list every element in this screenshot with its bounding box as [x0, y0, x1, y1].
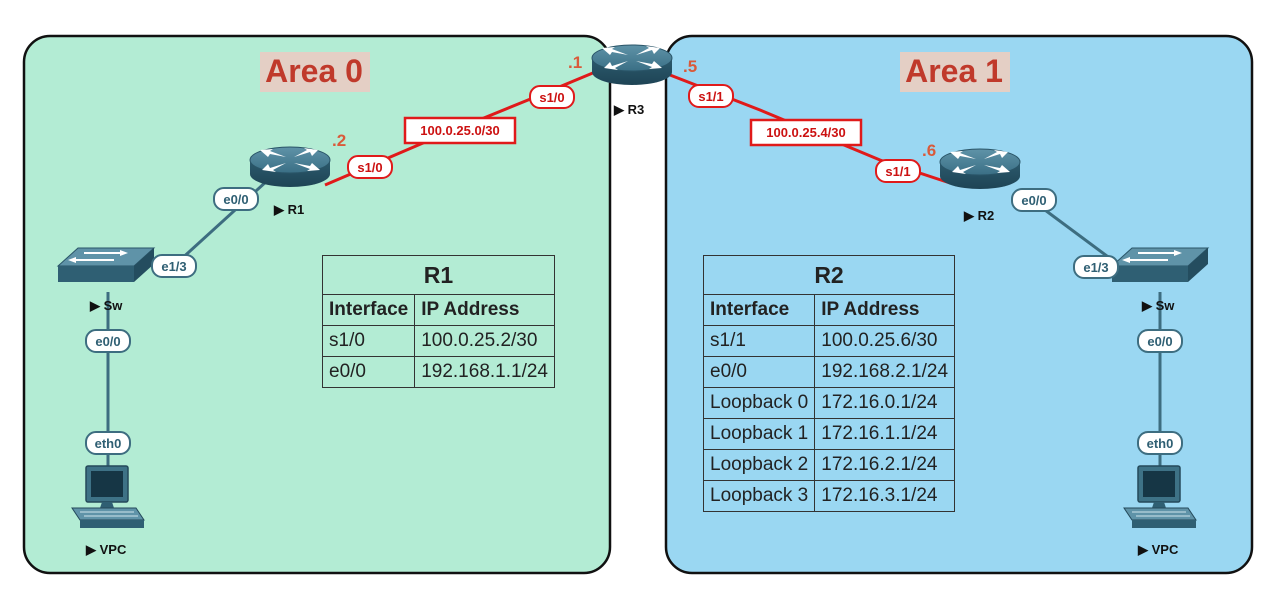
- table-row: e0/0 192.168.2.1/24: [702, 356, 956, 388]
- table-cell: 172.16.0.1/24: [814, 387, 956, 419]
- table-row: s1/1 100.0.25.6/30: [702, 325, 956, 357]
- interface-pill-vpc-right-eth0: eth0: [1137, 431, 1183, 455]
- vpc-right-name: VPC: [1152, 542, 1179, 557]
- sw-left-e13-text: e1/3: [161, 259, 186, 274]
- vpc-left-eth0-text: eth0: [95, 436, 122, 451]
- sw-left-name: Sw: [104, 298, 124, 313]
- sw-left-e00-text: e0/0: [95, 334, 120, 349]
- table-cell: Loopback 2: [702, 449, 816, 481]
- area-0-title: Area 0: [265, 53, 363, 89]
- interface-pill-r2-e00: e0/0: [1011, 188, 1057, 212]
- table-cell: Loopback 0: [702, 387, 816, 419]
- vpc-left-label: ▶ VPC: [85, 542, 127, 557]
- table-row: e0/0 192.168.1.1/24: [321, 356, 555, 388]
- interface-pill-r3-s10: s1/0: [529, 85, 575, 109]
- r2-label: ▶ R2: [963, 208, 994, 223]
- subnet-label-right: 100.0.25.4/30: [749, 118, 863, 147]
- vpc-left-name: VPC: [100, 542, 127, 557]
- table-cell: 192.168.2.1/24: [814, 356, 956, 388]
- r2-ip-table: R2 Interface IP Address s1/1 100.0.25.6/…: [702, 255, 956, 512]
- interface-pill-sw-right-e13: e1/3: [1073, 255, 1119, 279]
- table-row: Loopback 2 172.16.2.1/24: [702, 449, 956, 481]
- r1-name: R1: [288, 202, 305, 217]
- play-icon: ▶: [85, 542, 100, 557]
- table-row: Loopback 0 172.16.0.1/24: [702, 387, 956, 419]
- r1-e00-text: e0/0: [223, 192, 248, 207]
- r3-left-octet: .1: [568, 53, 582, 72]
- r3-s10-text: s1/0: [539, 90, 564, 105]
- table-row: s1/0 100.0.25.2/30: [321, 325, 555, 357]
- r2-table-header-interface: Interface: [702, 294, 816, 326]
- r1-label: ▶ R1: [273, 202, 304, 217]
- interface-pill-r3-s11: s1/1: [688, 84, 734, 108]
- subnet-left-text: 100.0.25.0/30: [420, 123, 500, 138]
- r2-name: R2: [978, 208, 995, 223]
- area-1-title-bg: [900, 52, 1010, 92]
- interface-pill-sw-left-e00: e0/0: [85, 329, 131, 353]
- sw-right-name: Sw: [1156, 298, 1176, 313]
- r1-table-header-ip: IP Address: [414, 294, 555, 326]
- table-cell: 100.0.25.2/30: [414, 325, 555, 357]
- r1-table-header-interface: Interface: [321, 294, 416, 326]
- table-cell: 100.0.25.6/30: [814, 325, 956, 357]
- r2-s11-text: s1/1: [885, 164, 910, 179]
- area-1-title: Area 1: [905, 53, 1003, 89]
- subnet-label-left: 100.0.25.0/30: [403, 116, 517, 145]
- r1-ip-table: R1 Interface IP Address s1/0 100.0.25.2/…: [321, 255, 555, 388]
- router-icon-r2[interactable]: [939, 148, 1021, 190]
- switch-icon-left[interactable]: [57, 247, 155, 283]
- interface-pill-r1-s10: s1/0: [347, 155, 393, 179]
- table-cell: Loopback 3: [702, 480, 816, 512]
- r3-s11-text: s1/1: [698, 89, 723, 104]
- play-icon: ▶: [963, 208, 978, 223]
- switch-icon-right[interactable]: [1111, 247, 1209, 283]
- table-cell: 172.16.3.1/24: [814, 480, 956, 512]
- r3-right-octet: .5: [683, 57, 697, 76]
- r2-table-title: R2: [702, 255, 956, 295]
- table-cell: 192.168.1.1/24: [414, 356, 555, 388]
- interface-pill-sw-left-e13: e1/3: [151, 254, 197, 278]
- interface-pill-sw-right-e00: e0/0: [1137, 329, 1183, 353]
- sw-right-label: ▶ Sw: [1141, 298, 1175, 313]
- interface-pill-r2-s11: s1/1: [875, 159, 921, 183]
- interface-pill-vpc-left-eth0: eth0: [85, 431, 131, 455]
- table-cell: 172.16.2.1/24: [814, 449, 956, 481]
- vpc-right-eth0-text: eth0: [1147, 436, 1174, 451]
- play-icon: ▶: [273, 202, 288, 217]
- table-cell: Loopback 1: [702, 418, 816, 450]
- area-0-region: [22, 34, 612, 575]
- table-cell: s1/1: [702, 325, 816, 357]
- table-cell: 172.16.1.1/24: [814, 418, 956, 450]
- sw-right-e00-text: e0/0: [1147, 334, 1172, 349]
- table-row: Loopback 1 172.16.1.1/24: [702, 418, 956, 450]
- play-icon: ▶: [1141, 298, 1156, 313]
- vpc-right-label: ▶ VPC: [1137, 542, 1179, 557]
- table-cell: s1/0: [321, 325, 416, 357]
- interface-pill-r1-e00: e0/0: [213, 187, 259, 211]
- router-icon-r3[interactable]: [591, 44, 673, 86]
- router-icon-r1[interactable]: [249, 146, 331, 188]
- r3-label: ▶ R3: [613, 102, 644, 117]
- table-row: Loopback 3 172.16.3.1/24: [702, 480, 956, 512]
- play-icon: ▶: [613, 102, 628, 117]
- r1-octet: .2: [332, 131, 346, 150]
- r3-name: R3: [628, 102, 645, 117]
- play-icon: ▶: [1137, 542, 1152, 557]
- r1-table-title: R1: [322, 255, 555, 295]
- table-cell: e0/0: [321, 356, 416, 388]
- table-cell: e0/0: [702, 356, 816, 388]
- sw-right-e13-text: e1/3: [1083, 260, 1108, 275]
- r1-s10-text: s1/0: [357, 160, 382, 175]
- play-icon: ▶: [89, 298, 104, 313]
- subnet-right-text: 100.0.25.4/30: [766, 125, 846, 140]
- r2-octet: .6: [922, 141, 936, 160]
- sw-left-label: ▶ Sw: [89, 298, 123, 313]
- r2-table-header-ip: IP Address: [814, 294, 956, 326]
- area-0-title-bg: [260, 52, 370, 92]
- r2-e00-text: e0/0: [1021, 193, 1046, 208]
